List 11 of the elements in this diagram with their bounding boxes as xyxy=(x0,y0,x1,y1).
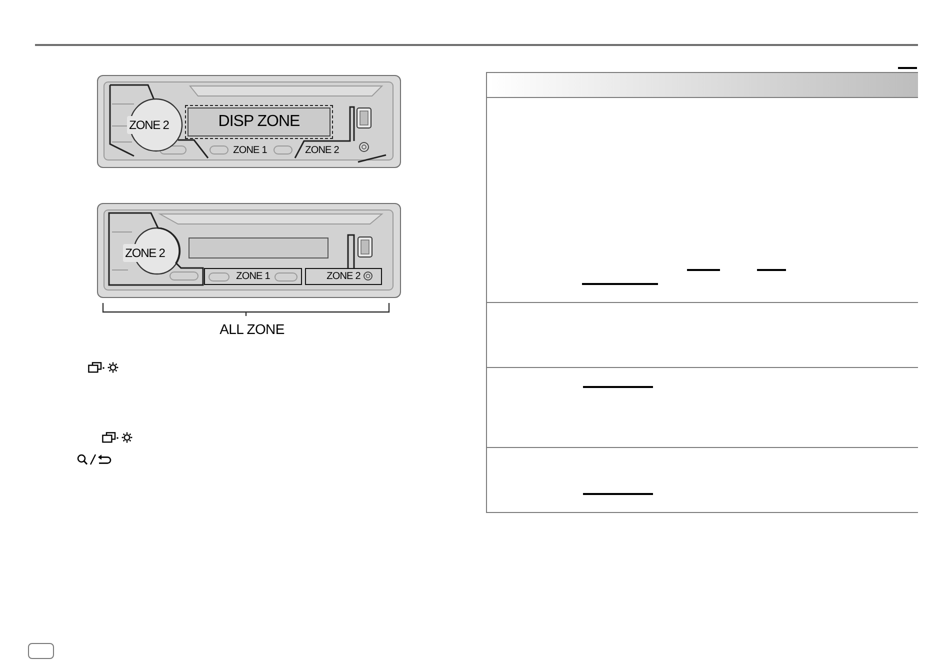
zone-label: ZONE 2 xyxy=(127,116,171,134)
zone-label: ZONE 2 xyxy=(302,143,342,158)
zone-box xyxy=(305,268,382,285)
zone-label: ZONE 2 xyxy=(123,244,167,262)
zone-label: DISP ZONE xyxy=(218,114,300,130)
zone-box xyxy=(204,268,302,285)
zone-label: ZONE 1 xyxy=(236,272,270,282)
zone-label: ZONE 1 xyxy=(230,143,270,158)
bracket-label: ALL ZONE xyxy=(218,322,286,336)
dashed-zone-box xyxy=(185,105,333,139)
zone-label: ZONE 2 xyxy=(326,272,360,282)
